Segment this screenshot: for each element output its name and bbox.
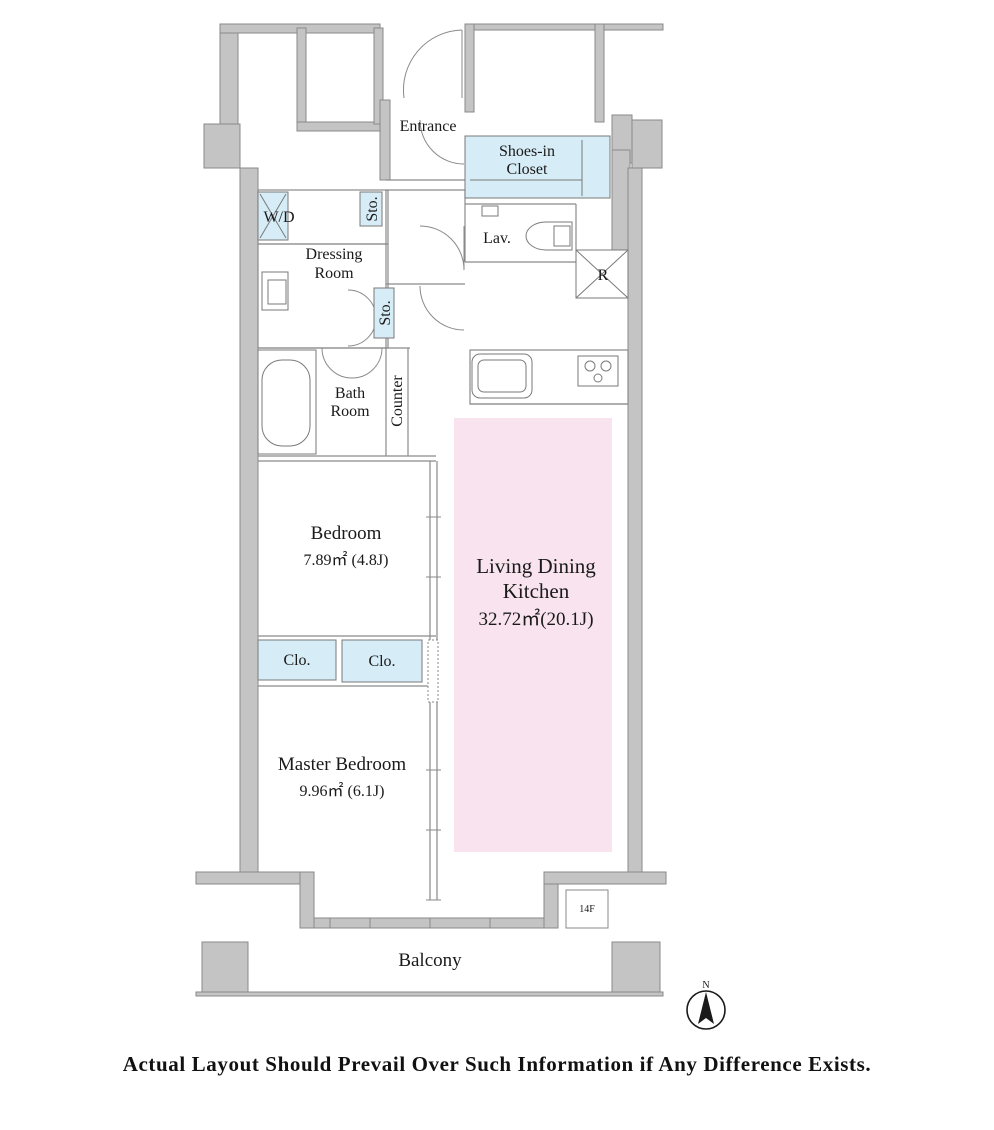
label-floor: 14F bbox=[579, 904, 595, 915]
label-shoes-closet-2: Closet bbox=[507, 161, 548, 178]
closet-right bbox=[341, 639, 423, 683]
label-closet-left: Clo. bbox=[283, 652, 310, 669]
label-closet-right: Clo. bbox=[368, 653, 395, 670]
north-compass-icon: N bbox=[686, 980, 726, 1030]
label-master-bedroom-area: 9.96㎡ (6.1J) bbox=[300, 782, 385, 800]
living-dining-kitchen-zone bbox=[454, 418, 612, 852]
label-lavatory: Lav. bbox=[483, 230, 511, 247]
label-ldk-area: 32.72㎡(20.1J) bbox=[478, 607, 593, 630]
label-refrigerator: R bbox=[598, 267, 609, 284]
storage-top bbox=[359, 191, 383, 227]
label-counter: Counter bbox=[389, 375, 406, 427]
closet-door-rail bbox=[427, 639, 439, 703]
toilet-icon bbox=[525, 221, 573, 251]
stove-icon bbox=[577, 355, 619, 387]
floor-indicator-box bbox=[565, 889, 609, 929]
compass-label: N bbox=[702, 980, 709, 991]
doors bbox=[321, 29, 465, 379]
fixtures bbox=[257, 205, 629, 455]
label-master-bedroom: Master Bedroom bbox=[278, 754, 406, 775]
label-dressing-2: Room bbox=[314, 265, 354, 282]
label-bath-2: Room bbox=[330, 403, 370, 420]
label-bedroom: Bedroom bbox=[311, 523, 382, 544]
label-dressing-1: Dressing bbox=[306, 246, 363, 263]
room-labels: Entrance Shoes-in Closet W/D Sto. Dressi… bbox=[263, 118, 608, 971]
walls bbox=[195, 23, 667, 997]
label-ldk-1: Living Dining bbox=[476, 554, 596, 578]
closet-left bbox=[257, 639, 337, 681]
partition-ticks bbox=[329, 516, 491, 928]
label-storage-mid: Sto. bbox=[377, 300, 394, 325]
washbasin-icon bbox=[261, 271, 289, 311]
storage-areas bbox=[257, 135, 611, 683]
label-balcony: Balcony bbox=[398, 950, 462, 971]
disclaimer-text: Actual Layout Should Prevail Over Such I… bbox=[122, 1052, 872, 1076]
kitchen-sink-icon bbox=[471, 353, 533, 399]
shoes-closet bbox=[464, 135, 611, 199]
label-entrance: Entrance bbox=[400, 118, 457, 135]
label-shoes-closet-1: Shoes-in bbox=[499, 143, 555, 160]
label-bedroom-area: 7.89㎡ (4.8J) bbox=[304, 551, 389, 569]
label-bath-1: Bath bbox=[335, 385, 365, 402]
label-ldk-2: Kitchen bbox=[503, 579, 570, 603]
label-washer-dryer: W/D bbox=[263, 209, 294, 226]
storage-mid bbox=[373, 287, 395, 339]
label-storage-top: Sto. bbox=[364, 196, 381, 221]
